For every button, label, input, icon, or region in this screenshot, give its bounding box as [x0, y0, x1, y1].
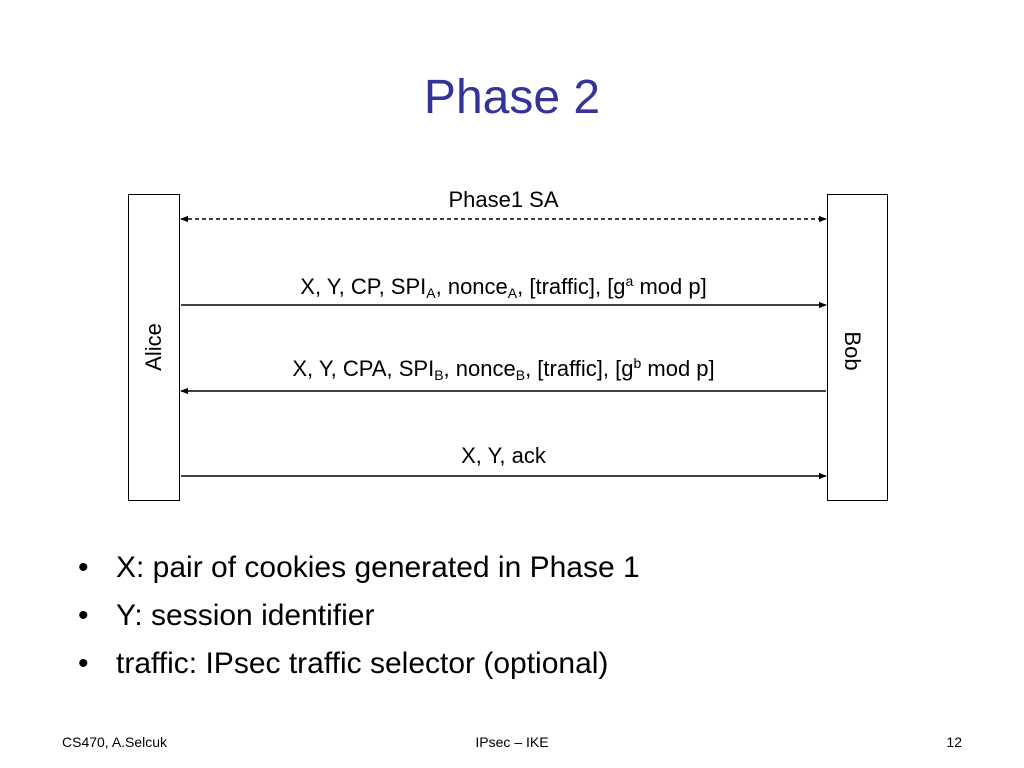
message1-nonce-subscript: A	[507, 285, 518, 301]
bullet-item: • X: pair of cookies generated in Phase 1	[78, 544, 640, 592]
message1-exponent: a	[625, 273, 634, 289]
message2-text-mod: mod p]	[641, 356, 715, 381]
message2-label: X, Y, CPA, SPIB, nonceB, [traffic], [gb …	[180, 356, 827, 382]
footer-topic: IPsec – IKE	[475, 734, 549, 750]
message1-label: X, Y, CP, SPIA, nonceA, [traffic], [ga m…	[180, 274, 827, 300]
message1-text-traffic: , [traffic], [g	[517, 274, 626, 299]
message3-label: X, Y, ack	[461, 443, 546, 468]
bullet-text: X: pair of cookies generated in Phase 1	[116, 551, 640, 584]
bullet-item: • Y: session identifier	[78, 592, 640, 640]
bullet-marker: •	[78, 599, 89, 632]
message2-exponent: b	[633, 355, 642, 371]
bullet-marker: •	[78, 647, 89, 680]
bullet-text: traffic: IPsec traffic selector (optiona…	[116, 647, 609, 680]
bob-box	[827, 194, 888, 501]
message2-nonce-subscript: B	[515, 367, 526, 383]
message1-text: X, Y, CP, SPI	[300, 274, 427, 299]
slide-title: Phase 2	[423, 71, 601, 124]
message2-text-traffic: , [traffic], [g	[525, 356, 634, 381]
message2-spi-subscript: B	[434, 367, 444, 383]
footer-page-number: 12	[946, 734, 962, 750]
bullet-item: • traffic: IPsec traffic selector (option…	[78, 640, 640, 688]
message1-spi-subscript: A	[426, 285, 436, 301]
footer-author: CS470, A.Selcuk	[62, 734, 168, 750]
alice-box	[128, 194, 180, 501]
message1-text-nonce: , nonce	[435, 274, 508, 299]
bullet-list: • X: pair of cookies generated in Phase 1…	[78, 544, 640, 688]
phase1-sa-label: Phase1 SA	[448, 187, 559, 212]
bullet-marker: •	[78, 551, 89, 584]
message2-text: X, Y, CPA, SPI	[292, 356, 435, 381]
bullet-text: Y: session identifier	[116, 599, 375, 632]
message1-text-mod: mod p]	[633, 274, 707, 299]
message2-text-nonce: , nonce	[443, 356, 516, 381]
